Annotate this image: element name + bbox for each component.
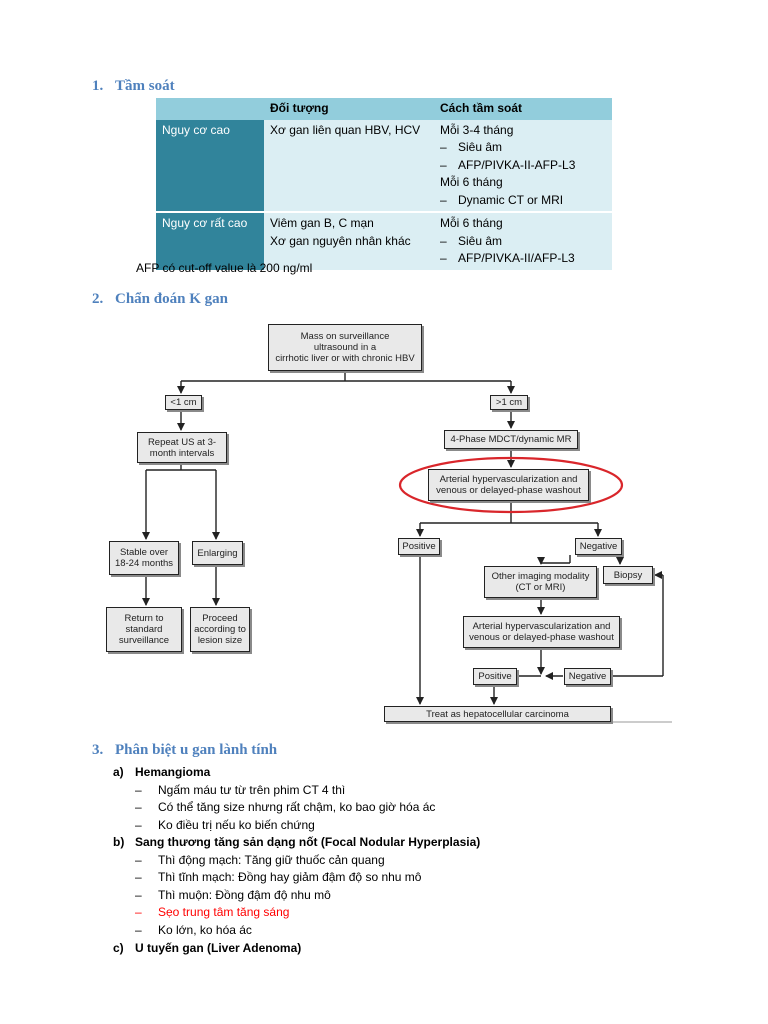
risk-group-cell: Nguy cơ rất cao (156, 211, 264, 270)
method-line: Mỗi 6 tháng (440, 175, 503, 189)
screening-table: Đối tượng Cách tầm soát Nguy cơ cao Xơ g… (156, 98, 612, 270)
risk-group-cell: Nguy cơ cao (156, 119, 264, 212)
list-item: –Thì động mạch: Tăng giữ thuốc cản quang (135, 853, 385, 867)
method-line: Mỗi 6 tháng (440, 216, 503, 230)
target-cell: Xơ gan liên quan HBV, HCV (264, 119, 434, 212)
subsection-heading: b)Sang thương tăng sản dạng nốt (Focal N… (113, 835, 481, 849)
flow-lt1-box: <1 cm (165, 395, 202, 410)
list-item: –Thì tĩnh mạch: Đồng hay giảm đậm độ so … (135, 870, 422, 884)
list-item: –Thì muộn: Đồng đậm độ nhu mô (135, 888, 331, 902)
flowchart-connectors (142, 371, 672, 723)
section-2-heading: 2. Chẩn đoán K gan (92, 291, 228, 308)
flow-positive2-box: Positive (473, 668, 517, 685)
list-item: –Ngấm máu tư từ trên phim CT 4 thì (135, 783, 346, 797)
table-header-row: Đối tượng Cách tầm soát (156, 98, 612, 120)
flow-positive-box: Positive (398, 538, 440, 555)
flow-negative-box: Negative (575, 538, 622, 555)
list-item: –Ko điều trị nếu ko biến chứng (135, 818, 315, 832)
table-header-target: Đối tượng (264, 98, 434, 120)
method-line: Mỗi 3-4 tháng (440, 122, 514, 137)
table-header-method: Cách tầm soát (434, 98, 612, 120)
list-item: –Có thể tăng size nhưng rất chậm, ko bao… (135, 800, 436, 814)
method-cell: Mỗi 6 tháng –Siêu âm –AFP/PIVKA-II/AFP-L… (434, 211, 612, 270)
method-line: –Dynamic CT or MRI (440, 192, 564, 207)
subsection-heading: c)U tuyến gan (Liver Adenoma) (113, 941, 302, 955)
target-line: Xơ gan nguyên nhân khác (270, 233, 411, 248)
section-title: Phân biệt u gan lành tính (115, 742, 278, 758)
section-title: Chẩn đoán K gan (115, 291, 228, 307)
flow-repeat-us-box: Repeat US at 3-month intervals (137, 432, 227, 463)
highlight-ellipse (398, 456, 624, 514)
table-header-blank (156, 98, 264, 120)
table-row: Nguy cơ cao Xơ gan liên quan HBV, HCV Mỗ… (156, 119, 612, 212)
flow-negative2-box: Negative (564, 668, 611, 685)
subsection-heading: a)Hemangioma (113, 765, 211, 779)
section-number: 3. (92, 742, 104, 758)
target-line: Xơ gan liên quan HBV, HCV (270, 122, 421, 137)
flow-treat-box: Treat as hepatocellular carcinoma (384, 706, 611, 722)
table-row: Nguy cơ rất cao Viêm gan B, C mạn Xơ gan… (156, 211, 612, 270)
list-item: –Ko lớn, ko hóa ác (135, 923, 252, 937)
section-number: 1. (92, 78, 104, 94)
section-1-heading: 1. Tầm soát (92, 78, 175, 95)
flow-other-imaging-box: Other imaging modality(CT or MRI) (484, 566, 597, 598)
method-line: –Siêu âm (440, 140, 503, 154)
target-line: Viêm gan B, C mạn (270, 216, 374, 230)
method-line: –AFP/PIVKA-II-AFP-L3 (440, 157, 576, 172)
afp-note: AFP có cut-off value là 200 ng/ml (136, 261, 313, 275)
flow-mdct-box: 4-Phase MDCT/dynamic MR (444, 430, 578, 449)
flow-biopsy-box: Biopsy (603, 566, 653, 584)
target-cell: Viêm gan B, C mạn Xơ gan nguyên nhân khá… (264, 211, 434, 270)
method-line: –AFP/PIVKA-II/AFP-L3 (440, 251, 575, 265)
section-number: 2. (92, 291, 104, 307)
section-title: Tầm soát (115, 78, 175, 94)
method-cell: Mỗi 3-4 tháng –Siêu âm –AFP/PIVKA-II-AFP… (434, 119, 612, 212)
section-3-heading: 3. Phân biệt u gan lành tính (92, 742, 277, 759)
method-line: –Siêu âm (440, 233, 503, 248)
flow-gt1-box: >1 cm (490, 395, 528, 410)
list-item-highlighted: –Sẹo trung tâm tăng sáng (135, 905, 290, 919)
flow-enlarging-box: Enlarging (192, 541, 243, 565)
